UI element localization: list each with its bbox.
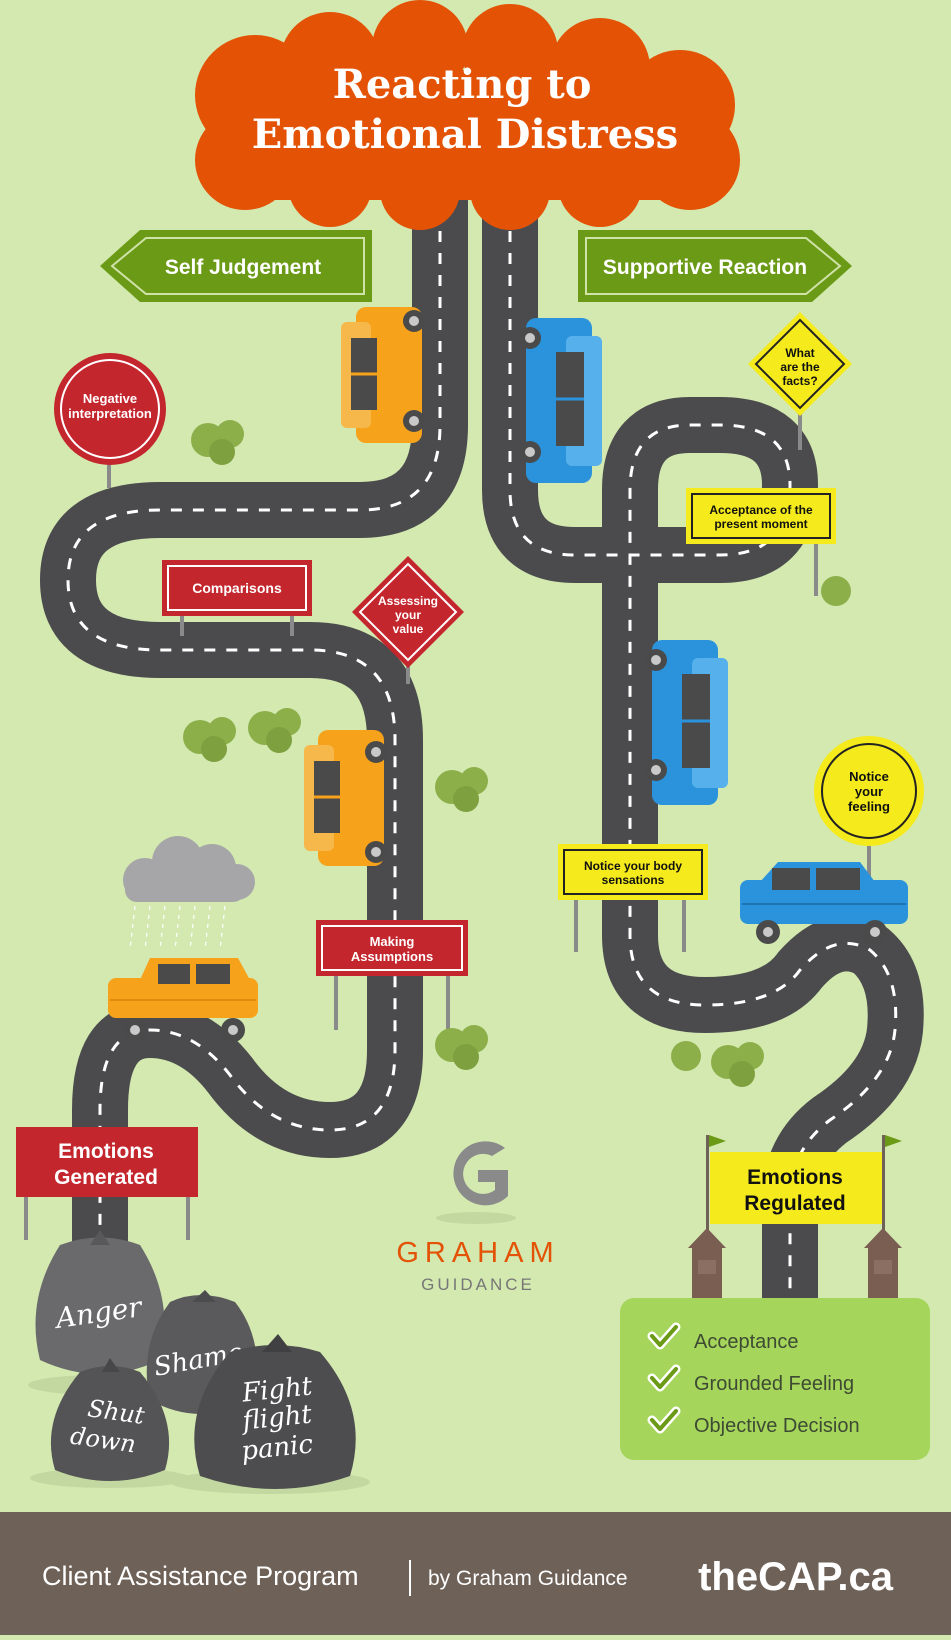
facts-label-2: are the — [780, 360, 820, 374]
blue-car — [519, 318, 602, 483]
emotions-generated-sign: Emotions Generated — [16, 1127, 198, 1240]
assessing-label-2: your — [395, 608, 421, 622]
negative-label-2: interpretation — [68, 406, 152, 421]
bag-fight-label-2: flight — [239, 1399, 314, 1436]
orange-car — [108, 958, 258, 1042]
outcome-objective: Objective Decision — [694, 1415, 860, 1437]
footer: Client Assistance Program by Graham Guid… — [0, 1512, 951, 1635]
outcome-grounded: Grounded Feeling — [694, 1373, 854, 1395]
notice-feeling-sign: Notice your feeling — [814, 736, 924, 880]
left-road — [40, 165, 468, 1260]
bag-anger: Anger — [35, 1230, 165, 1374]
generated-label-1: Emotions — [58, 1140, 154, 1163]
generated-label-2: Generated — [54, 1166, 158, 1189]
regulated-label-2: Regulated — [744, 1192, 846, 1215]
bush — [671, 1041, 701, 1071]
footer-site: theCAP.ca — [698, 1555, 894, 1599]
outcomes-box: Acceptance Grounded Feeling Objective De… — [620, 1298, 930, 1460]
acceptance-present-label-1: Acceptance of the — [709, 503, 813, 517]
supportive-reaction-label: Supportive Reaction — [603, 256, 807, 279]
assessing-label-1: Assessing — [378, 594, 438, 608]
outcome-item: Grounded Feeling — [647, 1364, 854, 1395]
logo-name: GRAHAM — [396, 1237, 559, 1269]
notice-feeling-label-3: feeling — [848, 799, 890, 814]
assessing-value-sign: Assessing your value — [352, 556, 464, 684]
graham-guidance-logo: GRAHAM GUIDANCE — [396, 1141, 559, 1294]
negative-label-1: Negative — [83, 391, 137, 406]
bag-shutdown: Shut down — [50, 1358, 170, 1481]
title-line-2: Emotional Distress — [252, 111, 678, 158]
notice-body-label-1: Notice your body — [584, 859, 682, 873]
assessing-label-3: value — [393, 622, 424, 636]
orange-car — [304, 730, 387, 866]
outcome-acceptance: Acceptance — [694, 1331, 799, 1353]
emotions-regulated-gate: Emotions Regulated — [688, 1135, 902, 1306]
supportive-reaction-sign: Supportive Reaction — [578, 230, 852, 302]
logo-sub: GUIDANCE — [421, 1275, 535, 1294]
comparisons-sign: Comparisons — [162, 560, 312, 636]
negative-interpretation-sign: Negative interpretation — [54, 353, 166, 488]
comparisons-label: Comparisons — [192, 580, 282, 596]
title-cloud: Reacting to Emotional Distress — [195, 0, 740, 230]
outcome-item: Acceptance — [647, 1322, 799, 1353]
footer-by: by Graham Guidance — [428, 1567, 628, 1590]
self-judgement-sign: Self Judgement — [100, 230, 372, 302]
outcome-item: Objective Decision — [647, 1406, 860, 1437]
bag-fight-label-1: Fight — [240, 1371, 314, 1408]
making-assumptions-sign: Making Assumptions — [316, 920, 468, 1030]
acceptance-present-label-2: present moment — [714, 517, 807, 531]
emotion-bags: Anger Shame Shut down Fight flight panic — [28, 1230, 370, 1494]
what-are-the-facts-sign: What are the facts? — [748, 312, 852, 450]
assumptions-label-2: Assumptions — [351, 949, 433, 964]
blue-car — [740, 862, 908, 944]
bush — [821, 576, 851, 606]
self-judgement-label: Self Judgement — [165, 256, 321, 279]
rain-cloud — [123, 836, 255, 951]
acceptance-present-sign: Acceptance of the present moment — [686, 488, 836, 596]
facts-label-1: What — [785, 346, 814, 360]
assumptions-label-1: Making — [370, 934, 415, 949]
facts-label-3: facts? — [782, 374, 817, 388]
blue-car — [645, 640, 728, 805]
bag-fight-flight: Fight flight panic — [194, 1334, 356, 1489]
notice-body-sign: Notice your body sensations — [558, 844, 708, 952]
footer-program: Client Assistance Program — [42, 1561, 359, 1591]
notice-feeling-label-2: your — [855, 784, 883, 799]
notice-feeling-label-1: Notice — [849, 769, 889, 784]
orange-car — [341, 307, 425, 443]
title-line-1: Reacting to — [333, 61, 592, 108]
notice-body-label-2: sensations — [602, 873, 665, 887]
regulated-label-1: Emotions — [747, 1166, 843, 1189]
